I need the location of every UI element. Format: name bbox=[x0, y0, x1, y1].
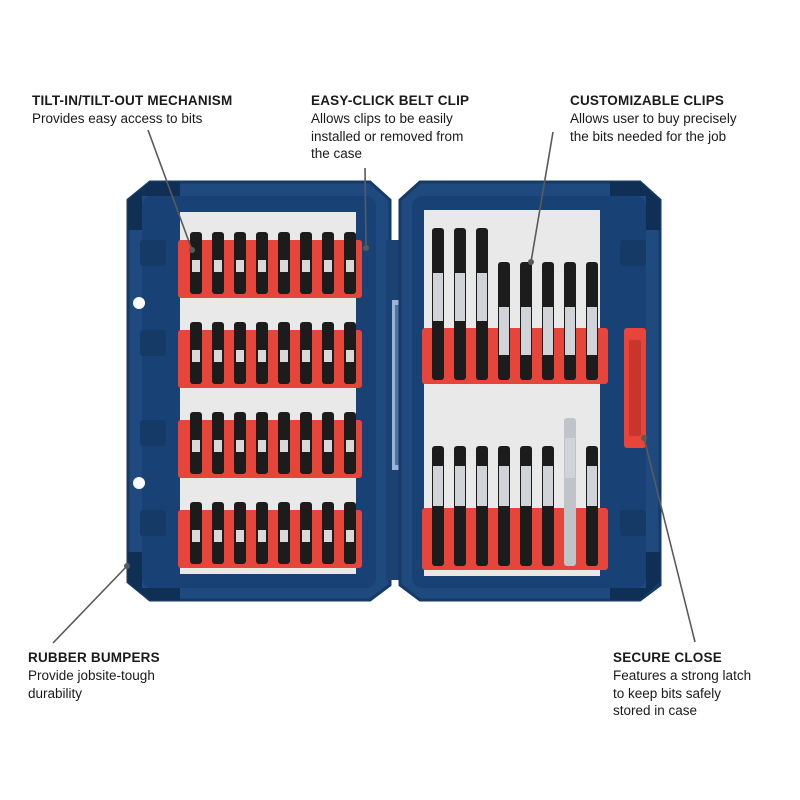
bit-clip bbox=[178, 330, 362, 388]
callout-title: SECURE CLOSE bbox=[613, 650, 722, 665]
bit-band bbox=[236, 350, 244, 362]
leader-dot bbox=[641, 435, 647, 441]
callout-title: EASY-CLICK BELT CLIP bbox=[311, 93, 470, 108]
leader-dot bbox=[189, 247, 195, 253]
bit-shank bbox=[499, 466, 509, 506]
bit-band bbox=[258, 530, 266, 542]
bit-band bbox=[346, 350, 354, 362]
bit-shank bbox=[543, 307, 553, 355]
leader-line-close bbox=[643, 437, 696, 643]
bit-shank bbox=[477, 273, 487, 321]
bit-shank bbox=[433, 273, 443, 321]
callout-belt-clip: EASY-CLICK BELT CLIP Allows clips to be … bbox=[311, 92, 521, 163]
bit-band bbox=[280, 440, 288, 452]
leader-line-bumpers bbox=[52, 565, 128, 644]
callout-title: TILT-IN/TILT-OUT MECHANISM bbox=[32, 93, 233, 108]
bit-band bbox=[346, 260, 354, 272]
bit-clip bbox=[422, 508, 608, 570]
bit-band bbox=[302, 260, 310, 272]
bit-band bbox=[258, 440, 266, 452]
callout-tilt-mechanism: TILT-IN/TILT-OUT MECHANISM Provides easy… bbox=[32, 92, 282, 128]
secure-latch bbox=[624, 328, 646, 448]
bit-shank bbox=[565, 438, 575, 478]
leader-dot bbox=[124, 563, 130, 569]
bit-clip bbox=[422, 328, 608, 384]
bit-band bbox=[302, 530, 310, 542]
bit-band bbox=[214, 530, 222, 542]
bit-clip bbox=[178, 510, 362, 568]
callout-customizable-clips: CUSTOMIZABLE CLIPS Allows user to buy pr… bbox=[570, 92, 790, 145]
bit-band bbox=[280, 530, 288, 542]
bit-band bbox=[236, 260, 244, 272]
callout-description: Provide jobsite-tough durability bbox=[28, 668, 155, 701]
bit-band bbox=[324, 260, 332, 272]
callout-description: Features a strong latch to keep bits saf… bbox=[613, 668, 752, 718]
leader-dot bbox=[363, 245, 369, 251]
bit-band bbox=[302, 440, 310, 452]
bit-band bbox=[192, 530, 200, 542]
bit-clip bbox=[178, 240, 362, 298]
bit-band bbox=[236, 530, 244, 542]
bit-clip bbox=[178, 420, 362, 478]
bit-shank bbox=[587, 466, 597, 506]
leader-lines bbox=[52, 129, 696, 644]
bit-band bbox=[346, 440, 354, 452]
bit-band bbox=[192, 440, 200, 452]
bit-band bbox=[324, 530, 332, 542]
callout-description: Provides easy access to bits bbox=[32, 111, 203, 126]
bit-band bbox=[258, 260, 266, 272]
bit-band bbox=[324, 440, 332, 452]
bit-shank bbox=[433, 466, 443, 506]
callout-description: Allows clips to be easily installed or r… bbox=[311, 111, 464, 161]
bit-shank bbox=[587, 307, 597, 355]
bit-shank bbox=[543, 466, 553, 506]
bit-band bbox=[280, 350, 288, 362]
bit-band bbox=[280, 260, 288, 272]
bit-band bbox=[302, 350, 310, 362]
bit-clips bbox=[178, 228, 608, 570]
bit-band bbox=[192, 260, 200, 272]
callout-title: RUBBER BUMPERS bbox=[28, 650, 160, 665]
callout-rubber-bumpers: RUBBER BUMPERS Provide jobsite-tough dur… bbox=[28, 649, 228, 702]
bit-band bbox=[214, 350, 222, 362]
leader-dot bbox=[528, 259, 534, 265]
bit-shank bbox=[455, 273, 465, 321]
bit-shank bbox=[521, 307, 531, 355]
bit-shank bbox=[455, 466, 465, 506]
bit-band bbox=[236, 440, 244, 452]
bit-shank bbox=[499, 307, 509, 355]
bit-band bbox=[214, 440, 222, 452]
callout-description: Allows user to buy precisely the bits ne… bbox=[570, 111, 737, 144]
bit-band bbox=[258, 350, 266, 362]
bit-band bbox=[214, 260, 222, 272]
leader-line-tilt bbox=[147, 129, 193, 251]
bit-shank bbox=[477, 466, 487, 506]
bit-shank bbox=[521, 466, 531, 506]
leader-line-belt bbox=[364, 167, 367, 249]
bit-band bbox=[346, 530, 354, 542]
callout-title: CUSTOMIZABLE CLIPS bbox=[570, 93, 725, 108]
bit-band bbox=[324, 350, 332, 362]
bit-band bbox=[192, 350, 200, 362]
leader-line-clips bbox=[530, 131, 554, 263]
bit-shank bbox=[565, 307, 575, 355]
callout-secure-close: SECURE CLOSE Features a strong latch to … bbox=[613, 649, 793, 720]
